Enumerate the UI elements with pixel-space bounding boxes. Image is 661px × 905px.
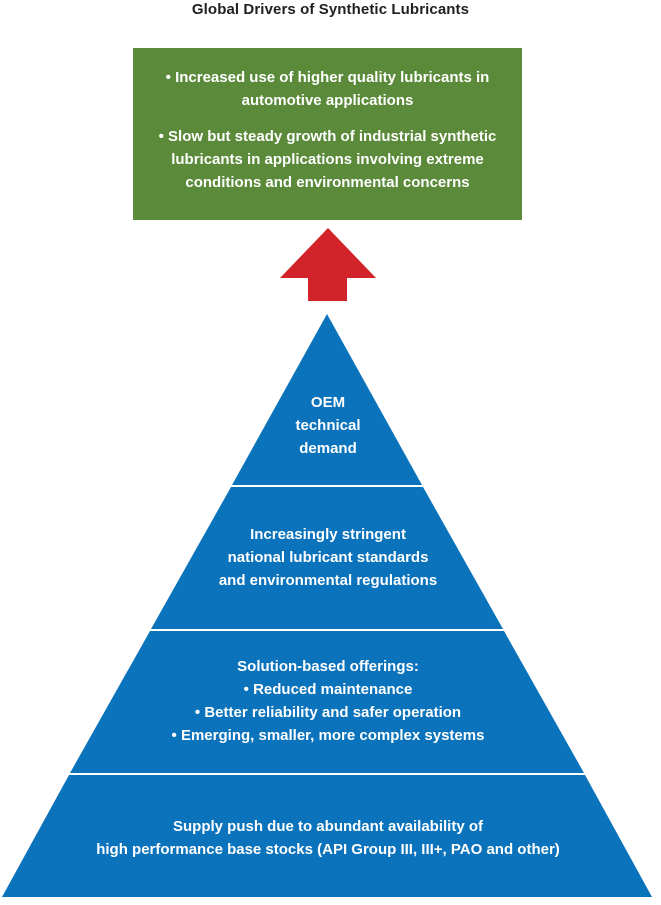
pyramid-tier-solutions xyxy=(70,631,584,773)
outcome-box: • Increased use of higher quality lubric… xyxy=(133,48,522,220)
tier-supply-text: Supply push due to abundant availability… xyxy=(40,815,616,861)
tier-standards-line: national lubricant standards xyxy=(227,549,429,566)
tier-oem-text: OEM technical demand xyxy=(228,391,428,460)
tier-supply-line: Supply push due to abundant availability… xyxy=(172,818,484,835)
tier-oem-line: technical xyxy=(295,417,361,434)
pyramid xyxy=(2,314,652,897)
tier-solutions-line: • Better reliability and safer operation xyxy=(194,704,462,721)
tier-standards-text: Increasingly stringent national lubrican… xyxy=(160,523,496,592)
pyramid-tier-oem xyxy=(232,314,422,485)
outcome-bullet-industrial: • Slow but steady growth of industrial s… xyxy=(158,128,497,191)
tier-supply-line: high performance base stocks (API Group … xyxy=(96,841,560,858)
pyramid-tier-standards xyxy=(151,487,503,629)
tier-standards-line: and environmental regulations xyxy=(218,572,438,589)
diagram-title: Global Drivers of Synthetic Lubricants xyxy=(191,1,470,18)
tier-oem-line: demand xyxy=(299,440,357,457)
tier-standards-line: Increasingly stringent xyxy=(250,526,406,543)
up-arrow xyxy=(280,228,376,301)
tier-solutions-line: Solution-based offerings: xyxy=(237,658,419,675)
outcome-bullet-automotive: • Increased use of higher quality lubric… xyxy=(165,69,490,109)
pyramid-tier-supply xyxy=(2,775,652,897)
tier-oem-line: OEM xyxy=(310,394,346,411)
tier-solutions-line: • Reduced maintenance xyxy=(243,681,413,698)
tier-solutions-line: • Emerging, smaller, more complex system… xyxy=(171,727,485,744)
tier-solutions-text: Solution-based offerings: • Reduced main… xyxy=(110,655,546,747)
